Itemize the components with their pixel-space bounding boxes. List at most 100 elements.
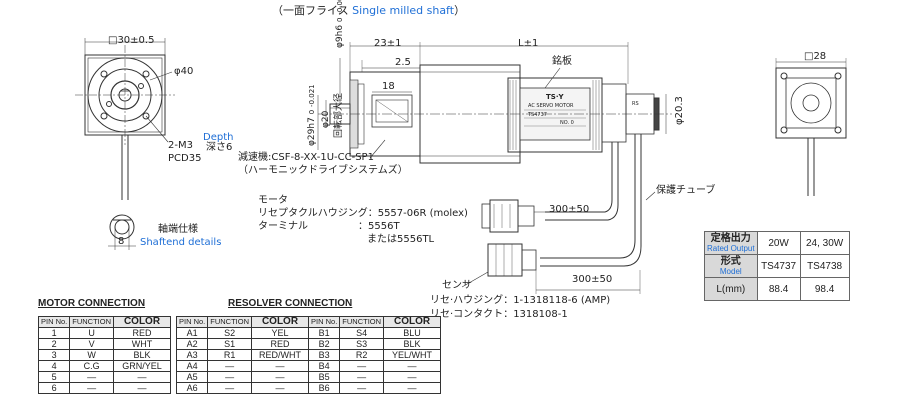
motor-terminal-value: ：5556T (358, 222, 400, 232)
motor-cell: — (69, 382, 115, 394)
resolver-cell: A4 (175, 360, 209, 372)
resolver-cell: R1 (207, 349, 253, 361)
front-depth-en: Depth (203, 132, 234, 143)
resolver-cell: S4 (339, 327, 385, 339)
resolver-cell: B1 (308, 327, 341, 339)
sensor-contact-key: リセ·コンタクト (430, 309, 504, 320)
pilot-dia-dim: φ29h7 0 -0.021 (307, 84, 317, 146)
dim-18: 18 (382, 81, 395, 92)
plate-model: TS4737 (528, 112, 547, 118)
resolver-col-function-a: FUNCTION (207, 316, 253, 328)
front-dia-dim: φ40 (174, 66, 194, 77)
reducer-model: 減速機:CSF-8-XX-1U-CC-SP1 (238, 152, 374, 163)
table-row: A5——B5—— (175, 371, 442, 383)
spec-length-header: L(mm) (704, 277, 758, 301)
phi20-dim: φ20 (321, 110, 331, 128)
table-row: A6——B6—— (175, 382, 442, 394)
resolver-cell: A6 (175, 382, 209, 394)
front-depth-jp: 深さ6 (206, 142, 233, 153)
motor-terminal-alt: または5556TL (367, 234, 435, 245)
motor-connection-title: MOTOR CONNECTION (38, 298, 146, 309)
motor-terminal-value-text: 5556T (368, 221, 400, 232)
resolver-cell: S3 (339, 338, 385, 350)
resolver-cell: B3 (308, 349, 341, 361)
plate-sub: AC SERVO MOTOR (528, 103, 574, 109)
motor-cell: GRN/YEL (113, 360, 172, 372)
resolver-cell: S2 (207, 327, 253, 339)
motor-housing-key: リセプタクルハウジング (258, 208, 368, 219)
resolver-cell: — (383, 371, 442, 383)
resolver-connection-header-row: PIN No. FUNCTION COLOR PIN No. FUNCTION … (175, 316, 442, 328)
resolver-col-function-b: FUNCTION (339, 316, 385, 328)
dim-23: 23±1 (374, 38, 402, 49)
shaft-dia-value: φ9h6 (335, 24, 345, 48)
right-view (775, 58, 847, 196)
motor-cell: — (113, 382, 172, 394)
side-view (317, 42, 672, 294)
spec-row-length: L(mm) 88.4 98.4 (704, 277, 850, 301)
motor-col-color: COLOR (113, 316, 172, 328)
motor-connection-header-row: PIN No. FUNCTION COLOR (37, 316, 172, 328)
pilot-dia-value: φ29h7 (307, 117, 317, 146)
dim-L: L±1 (518, 38, 539, 49)
resolver-connection-table: PIN No. FUNCTION COLOR PIN No. FUNCTION … (175, 316, 442, 394)
shaft-tol-top: 0 (336, 17, 344, 23)
plate-brand: TS·Y (546, 93, 564, 101)
sensor-contact-sep: ： (503, 309, 514, 320)
plate-no: NO. 0 (560, 120, 574, 126)
shaft-end-dim: 8 (118, 236, 125, 247)
phi20-3-dim: φ20.3 (674, 96, 685, 125)
resolver-cell: S1 (207, 338, 253, 350)
resolver-cell: — (251, 360, 310, 372)
motor-housing-label: リセプタクルハウジング：5557-06R (molex) (258, 209, 468, 219)
sensor-housing-value: 1-1318118-6 (AMP) (513, 295, 611, 306)
resolver-cell: — (383, 382, 442, 394)
resolver-cell: RED/WHT (251, 349, 310, 361)
motor-terminal-label: ターミナル (258, 221, 308, 232)
sensor-housing-sep: ： (503, 295, 514, 306)
motor-cell: 6 (37, 382, 71, 394)
resolver-cell: A3 (175, 349, 209, 361)
pilot-tol-bot: -0.021 (308, 84, 316, 107)
resolver-cell: A2 (175, 338, 209, 350)
shaft-tol-bot: -0.009 (336, 0, 344, 15)
resolver-cell: BLK (383, 338, 442, 350)
shaft-end-detail (108, 214, 136, 250)
resolver-cell: RED (251, 338, 310, 350)
spec-model-v2: TS4738 (799, 254, 850, 278)
sensor-cable-length: 300±50 (572, 274, 613, 285)
right-square-dim: □28 (804, 51, 827, 62)
sensor-housing-key: リセ·ハウジング (430, 295, 504, 306)
header-en: Single milled shaft (352, 4, 455, 17)
header-close: ） (454, 4, 466, 17)
reducer-maker: （ハーモニックドライブシステムズ） (238, 165, 408, 176)
resolver-cell: BLU (383, 327, 442, 339)
motor-cell: — (69, 371, 115, 383)
header-title: （一面フライス Single milled shaft） (272, 5, 465, 16)
resolver-connection-title: RESOLVER CONNECTION (228, 298, 353, 309)
header-jp: （一面フライス (272, 4, 349, 17)
motor-cell: RED (113, 327, 172, 339)
spec-output-en: Rated Output (707, 244, 755, 253)
motor-cable-title: モータ (258, 195, 288, 206)
resolver-col-pin-a: PIN No. (175, 316, 209, 328)
motor-col-pin: PIN No. (37, 316, 71, 328)
resolver-cell: — (207, 371, 253, 383)
sensor-housing-label: RS (632, 101, 639, 107)
resolver-cell: — (207, 360, 253, 372)
resolver-cell: A5 (175, 371, 209, 383)
nameplate-label: 銘板 (552, 56, 572, 67)
spec-length-v1: 88.4 (756, 277, 801, 301)
front-square-dim: □30±0.5 (108, 35, 155, 46)
motor-cell: C.G (69, 360, 115, 372)
resolver-cell: — (251, 382, 310, 394)
motor-cell: 5 (37, 371, 71, 383)
table-row: A4——B4—— (175, 360, 442, 372)
